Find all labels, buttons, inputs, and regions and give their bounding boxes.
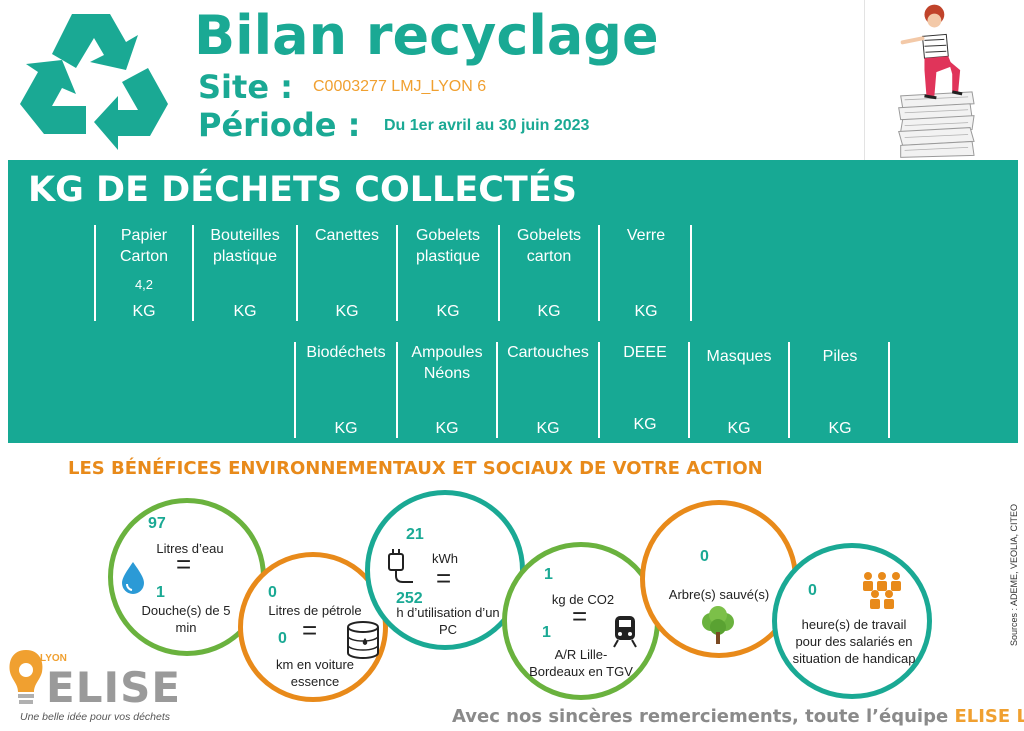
water-liters-label: Litres d’eau [156, 541, 224, 556]
water-liters-value: 97 [148, 515, 166, 532]
site-label: Site : [198, 68, 293, 106]
equals-sign: = [302, 615, 318, 645]
waste-label: Gobelets plastique [415, 227, 481, 265]
column-divider [888, 342, 890, 438]
woman-on-paper-stack-illustration [864, 0, 975, 160]
waste-label: Masques [706, 348, 772, 365]
trees-label: Arbre(s) sauvé(s) [668, 587, 770, 602]
period-value: Du 1er avril au 30 juin 2023 [384, 117, 590, 134]
oil-barrel-icon [347, 621, 379, 659]
waste-unit: KG [436, 303, 460, 320]
tree-icon [702, 606, 734, 644]
trees-value: 0 [700, 548, 709, 565]
train-icon [613, 616, 637, 648]
sources-text: Sources : ADEME, VEOLIA, CITEO [1009, 503, 1019, 647]
elise-logo: LYON ELISE Une belle idée pour vos déche… [0, 645, 200, 731]
shower-value: 1 [156, 584, 165, 601]
waste-unit: KG [633, 416, 657, 433]
waste-unit: KG [435, 420, 459, 437]
column-divider [690, 225, 692, 321]
waste-cell-bouteilles-plastique: Bouteilles plastique KG [192, 225, 296, 321]
benefit-oil-ring [238, 552, 388, 702]
equals-sign: = [176, 549, 192, 579]
waste-value: 4,2 [134, 277, 154, 292]
waste-label: Piles [822, 348, 858, 365]
waste-cell-masques: Masques KG [688, 342, 788, 438]
equals-sign: = [572, 601, 588, 631]
thanks-brand: ELISE Lyon [954, 706, 1024, 727]
waste-unit: KG [233, 303, 257, 320]
collected-waste-panel [8, 160, 1018, 443]
waste-unit: KG [634, 303, 658, 320]
waste-label: Cartouches [507, 344, 589, 361]
tgv-trips-label: A/R Lille-Bordeaux en TGV [529, 647, 633, 679]
waste-cell-canettes: Canettes KG [296, 225, 396, 321]
water-drop-icon [122, 562, 144, 594]
waste-cell-ampoules-neons: Ampoules Néons KG [396, 342, 496, 438]
benefit-work-ring [772, 543, 932, 699]
co2-value: 1 [544, 566, 553, 583]
car-km-label: km en voiture essence [275, 657, 355, 689]
pc-hours-label: h d’utilisation d’un PC [396, 605, 500, 637]
waste-unit: KG [334, 420, 358, 437]
car-km-value: 0 [278, 630, 287, 647]
waste-unit: KG [132, 303, 156, 320]
work-hours-label: heure(s) de travail pour des salariés en… [792, 617, 916, 666]
waste-label: DEEE [623, 344, 667, 361]
equals-sign: = [436, 563, 452, 593]
elise-tagline: Une belle idée pour vos déchets [20, 711, 171, 723]
elise-city: LYON [40, 653, 67, 664]
waste-unit: KG [828, 420, 852, 437]
waste-cell-biodechets: Biodéchets KG [294, 342, 396, 438]
waste-cell-papier-carton: Papier Carton 4,2 KG [94, 225, 192, 321]
waste-label: Gobelets carton [516, 227, 582, 265]
waste-unit: KG [537, 303, 561, 320]
waste-label: Canettes [314, 227, 380, 244]
kwh-value: 21 [406, 526, 424, 543]
waste-cell-gobelets-carton: Gobelets carton KG [498, 225, 598, 321]
waste-cell-deee: DEEE KG [598, 342, 690, 438]
pc-hours-value: 252 [396, 590, 423, 607]
people-group-icon [863, 572, 901, 609]
waste-unit: KG [335, 303, 359, 320]
elise-bulb-icon [9, 650, 43, 704]
waste-cell-verre: Verre KG [598, 225, 692, 321]
thanks-message: Avec nos sincères remerciements, toute l… [452, 706, 1024, 727]
recycle-logo-icon [20, 14, 168, 150]
waste-unit: KG [536, 420, 560, 437]
collected-waste-title: KG DE DÉCHETS COLLECTÉS [28, 170, 577, 210]
tgv-trips-value: 1 [542, 624, 551, 641]
waste-label: Papier Carton [119, 227, 169, 265]
period-label: Période : [198, 106, 361, 144]
work-hours-value: 0 [808, 582, 817, 599]
kwh-label: kWh [432, 551, 458, 566]
waste-cell-gobelets-plastique: Gobelets plastique KG [396, 225, 498, 321]
waste-label: Ampoules Néons [411, 344, 483, 382]
site-value: C0003277 LMJ_LYON 6 [313, 78, 487, 95]
oil-liters-label: Litres de pétrole [268, 603, 362, 618]
waste-label: Verre [626, 227, 666, 244]
thanks-text: Avec nos sincères remerciements, toute l… [452, 706, 955, 727]
waste-cell-piles: Piles KG [788, 342, 890, 438]
power-plug-icon [388, 549, 413, 583]
waste-cell-cartouches: Cartouches KG [496, 342, 598, 438]
waste-label: Bouteilles plastique [210, 227, 280, 265]
waste-unit: KG [727, 420, 751, 437]
benefits-title: LES BÉNÉFICES ENVIRONNEMENTAUX ET SOCIAU… [68, 458, 763, 479]
shower-label: Douche(s) de 5 min [141, 603, 231, 635]
page-title: Bilan recyclage [194, 4, 659, 67]
elise-name: ELISE [46, 663, 182, 712]
sources-note: Sources : ADEME, VEOLIA, CITEO [1004, 500, 1024, 650]
waste-label: Biodéchets [306, 344, 386, 361]
oil-liters-value: 0 [268, 584, 277, 601]
co2-label: kg de CO2 [551, 592, 615, 607]
